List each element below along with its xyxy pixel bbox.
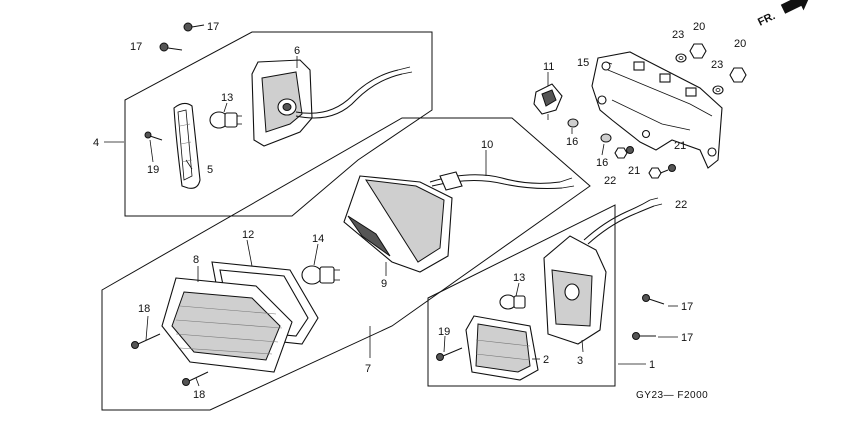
callout-12: 12 <box>242 229 254 241</box>
callout-19: 19 <box>438 326 450 338</box>
side-reflector-5 <box>173 102 201 189</box>
bulb-13-upper <box>209 111 242 129</box>
callout-23: 23 <box>711 59 723 71</box>
group-outline-7 <box>101 117 591 411</box>
diagram-code: GY23— F2000 <box>636 390 708 401</box>
callout-7: 7 <box>365 363 371 375</box>
screw-19b <box>436 347 463 361</box>
callout-8: 8 <box>193 254 199 266</box>
callout-16: 16 <box>596 157 608 169</box>
callout-18: 18 <box>193 389 205 401</box>
callout-19: 19 <box>147 164 159 176</box>
callout-17: 17 <box>130 41 142 53</box>
callout-9: 9 <box>381 278 387 290</box>
screw-18a <box>131 333 161 349</box>
nut-22b <box>648 167 662 179</box>
nut-20b <box>729 67 747 83</box>
callout-11: 11 <box>543 61 554 73</box>
grommet-16a <box>567 118 579 128</box>
connector-11 <box>533 83 563 120</box>
callout-labels: 4 17 17 6 13 19 5 10 11 16 15 23 20 20 2… <box>93 21 746 401</box>
washer-23a <box>675 53 687 63</box>
direction-label: FR. <box>756 10 777 29</box>
group-outline-4 <box>124 31 433 217</box>
callout-13: 13 <box>513 272 525 284</box>
tail-lamp-housing-9 <box>343 175 453 273</box>
callout-2: 2 <box>543 354 549 366</box>
mounting-bracket-15 <box>591 51 723 169</box>
screw-17d <box>632 332 656 340</box>
callout-22: 22 <box>604 175 616 187</box>
callout-1: 1 <box>649 359 655 371</box>
tail-lens-8 <box>161 277 293 373</box>
callout-10: 10 <box>481 139 493 151</box>
screw-18b <box>182 371 209 386</box>
callout-20: 20 <box>734 38 746 50</box>
bulb-13-lower <box>499 294 526 310</box>
callout-16: 16 <box>566 136 578 148</box>
screw-17a <box>183 22 205 32</box>
callout-15: 15 <box>577 57 589 69</box>
callout-17: 17 <box>681 301 693 313</box>
callout-3: 3 <box>577 355 583 367</box>
screw-17c <box>642 294 665 305</box>
front-direction-indicator: FR. <box>756 0 810 29</box>
reflector-base-3 <box>543 197 663 345</box>
callout-14: 14 <box>312 233 324 245</box>
callout-23: 23 <box>672 29 684 41</box>
callout-22: 22 <box>675 199 687 211</box>
callout-18: 18 <box>138 303 150 315</box>
callout-5: 5 <box>207 164 213 176</box>
callout-17: 17 <box>207 21 219 33</box>
callout-20: 20 <box>693 21 705 33</box>
reflector-lens-2 <box>465 315 539 381</box>
grommet-16b <box>600 133 612 143</box>
callout-21: 21 <box>628 165 640 177</box>
washer-23b <box>712 85 724 95</box>
nut-20a <box>689 43 707 59</box>
side-lamp-housing-6 <box>251 59 413 147</box>
callout-6: 6 <box>294 45 300 57</box>
arrow-icon <box>780 0 810 14</box>
callout-17: 17 <box>681 332 693 344</box>
nut-22a <box>614 147 628 159</box>
screw-19a <box>144 131 163 141</box>
callout-21: 21 <box>674 140 686 152</box>
callout-4: 4 <box>93 137 99 149</box>
group-outline-1 <box>427 204 616 387</box>
callout-13: 13 <box>221 92 233 104</box>
bulb-14 <box>301 265 340 285</box>
screw-17b <box>159 42 183 52</box>
leader-lines <box>104 56 678 387</box>
wire-harness-10 <box>429 171 575 191</box>
